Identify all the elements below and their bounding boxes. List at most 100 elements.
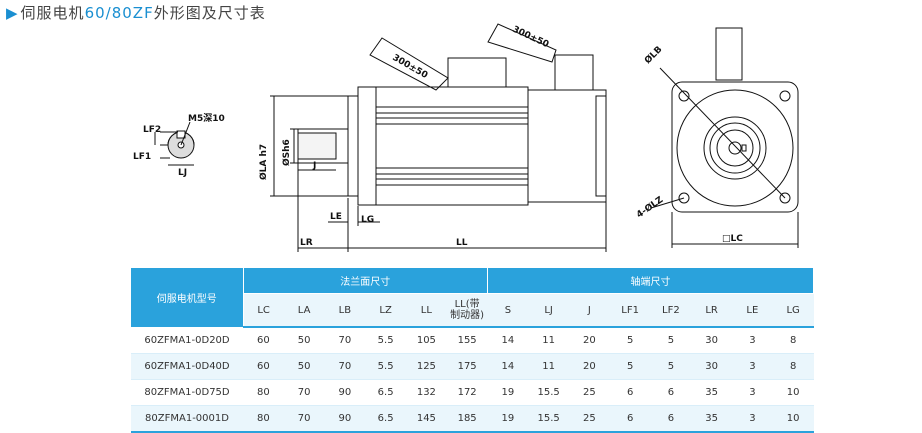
value-cell: 145	[406, 405, 447, 433]
value-cell: 60	[243, 327, 284, 354]
value-cell: 5	[650, 353, 692, 380]
value-cell: 8	[772, 353, 814, 380]
value-cell: 3	[732, 353, 773, 380]
s-label: ØSh6	[281, 139, 292, 166]
motor-side-view	[270, 23, 607, 252]
column-header-2: LB	[324, 293, 366, 328]
value-cell: 15.5	[528, 405, 569, 433]
value-cell: 19	[487, 379, 529, 406]
value-cell: 14	[487, 327, 529, 354]
model-cell: 80ZFMA1-0D75D	[131, 379, 243, 406]
value-cell: 80	[243, 405, 284, 433]
motor-outline-drawing: LF2 LF1 LJ M5深10	[133, 23, 799, 252]
value-cell: 20	[569, 353, 610, 380]
title-models: 60/80ZF	[84, 4, 154, 22]
value-cell: 3	[732, 379, 773, 406]
flange-group-header: 法兰面尺寸	[243, 268, 488, 294]
model-column-header: 伺服电机型号	[131, 268, 244, 328]
value-cell: 70	[283, 405, 325, 433]
value-cell: 20	[569, 327, 610, 354]
column-header-1: LA	[283, 293, 325, 328]
value-cell: 5	[609, 327, 651, 354]
value-cell: 5.5	[365, 327, 406, 354]
la-label: ØLA h7	[258, 144, 269, 180]
value-cell: 155	[446, 327, 488, 354]
value-cell: 6	[609, 379, 651, 406]
model-cell: 60ZFMA1-0D20D	[131, 327, 243, 354]
model-cell: 80ZFMA1-0001D	[131, 405, 243, 433]
value-cell: 8	[772, 327, 814, 354]
value-cell: 19	[487, 405, 529, 433]
value-cell: 125	[406, 353, 447, 380]
value-cell: 3	[732, 327, 773, 354]
value-cell: 14	[487, 353, 529, 380]
value-cell: 30	[691, 327, 732, 354]
column-header-6: S	[487, 293, 529, 328]
lf2-label: LF2	[143, 125, 161, 135]
title-suffix: 外形图及尺寸表	[153, 4, 266, 22]
m5-label: M5深10	[188, 112, 225, 124]
column-header-5: LL(带制动器)	[446, 293, 488, 328]
arrow-right-icon: ▶	[6, 4, 19, 22]
j-label: J	[312, 161, 316, 171]
value-cell: 185	[446, 405, 488, 433]
value-cell: 6	[650, 405, 692, 433]
lj-label: LJ	[178, 168, 187, 178]
shaft-section	[154, 121, 195, 166]
lg-label: LG	[361, 215, 374, 225]
value-cell: 70	[324, 327, 366, 354]
value-cell: 10	[772, 405, 814, 433]
value-cell: 11	[528, 353, 569, 380]
column-header-13: LG	[772, 293, 814, 328]
le-label: LE	[330, 212, 342, 222]
value-cell: 25	[569, 405, 610, 433]
column-header-12: LE	[732, 293, 773, 328]
value-cell: 50	[283, 327, 325, 354]
value-cell: 132	[406, 379, 447, 406]
value-cell: 11	[528, 327, 569, 354]
value-cell: 6.5	[365, 405, 406, 433]
value-cell: 25	[569, 379, 610, 406]
motor-front-view	[650, 27, 799, 248]
column-header-10: LF2	[650, 293, 692, 328]
page-title: ▶伺服电机60/80ZF外形图及尺寸表	[6, 2, 266, 23]
value-cell: 172	[446, 379, 488, 406]
value-cell: 70	[283, 379, 325, 406]
value-cell: 60	[243, 353, 284, 380]
column-header-9: LF1	[609, 293, 651, 328]
value-cell: 105	[406, 327, 447, 354]
value-cell: 6	[650, 379, 692, 406]
value-cell: 80	[243, 379, 284, 406]
value-cell: 6.5	[365, 379, 406, 406]
value-cell: 90	[324, 405, 366, 433]
value-cell: 70	[324, 353, 366, 380]
value-cell: 175	[446, 353, 488, 380]
column-header-8: J	[569, 293, 610, 328]
value-cell: 5.5	[365, 353, 406, 380]
value-cell: 35	[691, 379, 732, 406]
lf1-label: LF1	[133, 152, 151, 162]
column-header-3: LZ	[365, 293, 406, 328]
cable-length-label-1: 300±50	[391, 53, 430, 81]
value-cell: 10	[772, 379, 814, 406]
lb-label: ØLB	[642, 44, 664, 66]
lz-label: 4-ØLZ	[634, 194, 665, 220]
value-cell: 50	[283, 353, 325, 380]
value-cell: 90	[324, 379, 366, 406]
cable-length-label-2: 300±50	[511, 25, 550, 50]
shaft-group-header: 轴端尺寸	[487, 268, 814, 294]
ll-label: LL	[456, 238, 468, 248]
model-cell: 60ZFMA1-0D40D	[131, 353, 243, 380]
column-header-0: LC	[243, 293, 284, 328]
value-cell: 15.5	[528, 379, 569, 406]
column-header-4: LL	[406, 293, 447, 328]
value-cell: 30	[691, 353, 732, 380]
lr-label: LR	[300, 238, 313, 248]
column-header-7: LJ	[528, 293, 569, 328]
